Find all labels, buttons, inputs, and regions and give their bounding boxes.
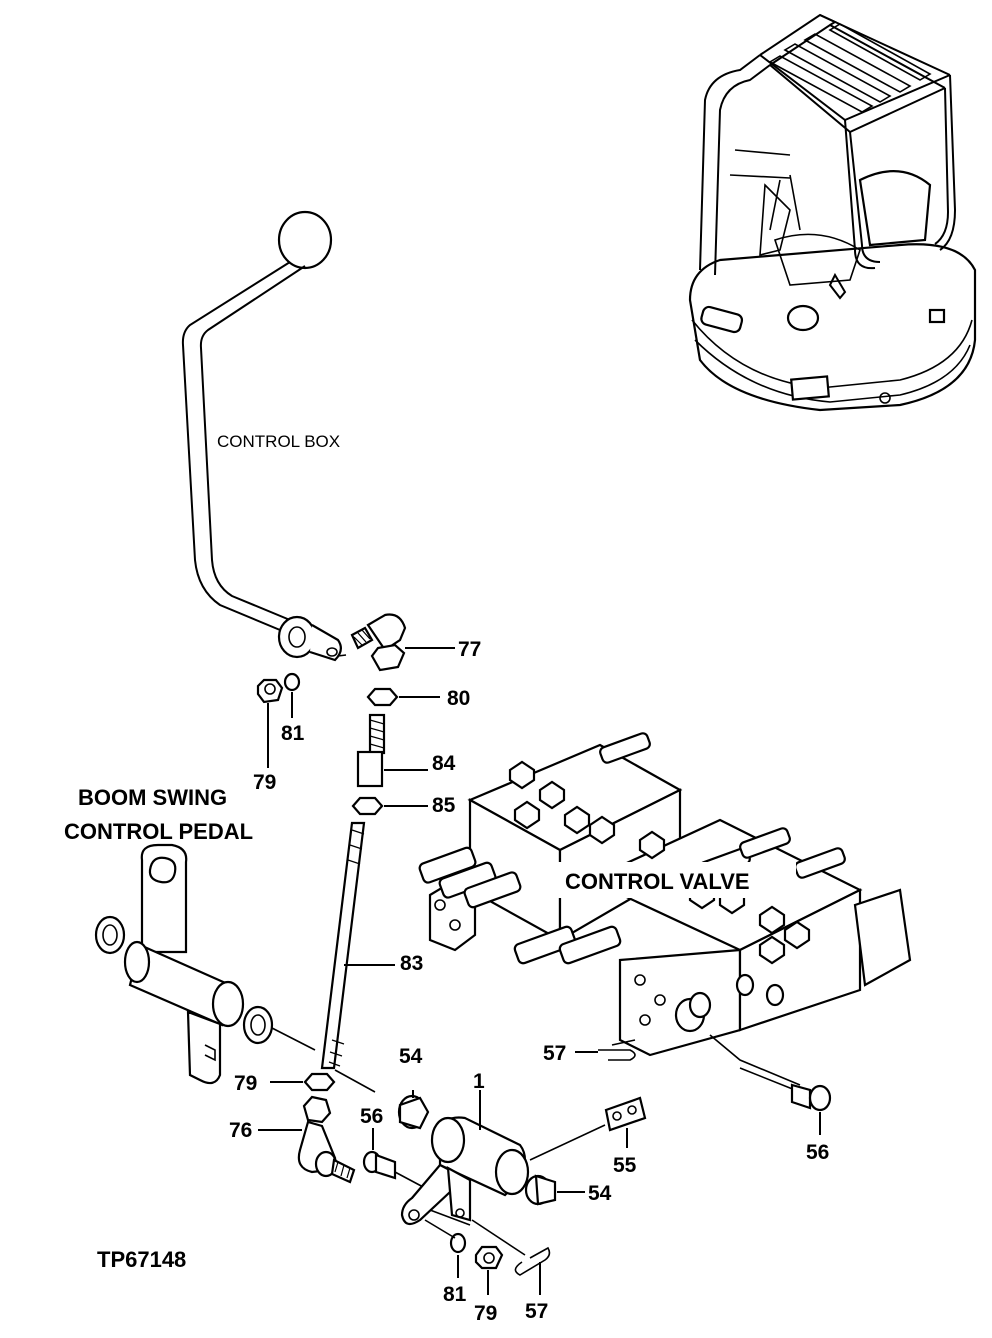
callout-79-top: 79 (253, 771, 276, 794)
callout-54-top: 54 (399, 1045, 423, 1068)
excavator-cab-illustration (688, 13, 977, 412)
callout-56-right: 56 (806, 1141, 829, 1164)
boom-swing-pedal (94, 843, 376, 1093)
bushing-54-top (397, 1090, 430, 1130)
callout-76: 76 (229, 1119, 252, 1142)
ball-joint-77 (350, 613, 455, 672)
lever-assembly-1 (400, 1090, 530, 1226)
washer-81-top (283, 672, 301, 718)
control-lever (181, 210, 347, 662)
callout-56-mid: 56 (360, 1105, 383, 1128)
nut-79-top (256, 678, 284, 768)
ball-joint-76 (258, 1095, 356, 1184)
caption-control-valve: CONTROL VALVE (565, 869, 750, 894)
rod-83 (320, 821, 395, 1070)
caption-control-box: CONTROL BOX (217, 432, 340, 451)
callout-83: 83 (400, 952, 423, 975)
callout-1: 1 (473, 1070, 485, 1093)
cotter-pin-57-right (575, 1039, 636, 1061)
caption-control-pedal: CONTROL PEDAL (64, 819, 253, 844)
bushing-54-right (524, 1174, 585, 1206)
figure-code: TP67148 (97, 1247, 186, 1272)
callout-85: 85 (432, 794, 456, 817)
spacer-84 (356, 713, 428, 788)
nut-79-bottom (474, 1245, 504, 1295)
control-valve-block (418, 732, 912, 1086)
callout-55: 55 (613, 1154, 637, 1177)
nut-85 (351, 796, 428, 816)
bolt-56-right (739, 1067, 832, 1135)
callout-79-mid: 79 (234, 1072, 257, 1095)
washer-81-bottom (424, 1219, 467, 1278)
callout-84: 84 (432, 752, 456, 775)
caption-boom-swing: BOOM SWING (78, 785, 227, 810)
pin-line (429, 1209, 471, 1226)
callout-79-bottom: 79 (474, 1302, 497, 1325)
callout-80: 80 (447, 687, 470, 710)
nut-80 (366, 687, 440, 707)
nut-79-mid (270, 1072, 336, 1092)
callout-54-right: 54 (588, 1182, 612, 1205)
callout-81-top: 81 (281, 722, 305, 745)
callout-57-right: 57 (543, 1042, 566, 1065)
cotter-pin-57-bottom (471, 1219, 551, 1295)
caption-control-valve-bg (538, 862, 796, 898)
callout-81-bottom: 81 (443, 1283, 467, 1306)
callout-77: 77 (458, 638, 481, 661)
bolt-56-mid (362, 1128, 426, 1189)
callout-57-bottom: 57 (525, 1300, 548, 1323)
plate-55 (529, 1096, 647, 1161)
